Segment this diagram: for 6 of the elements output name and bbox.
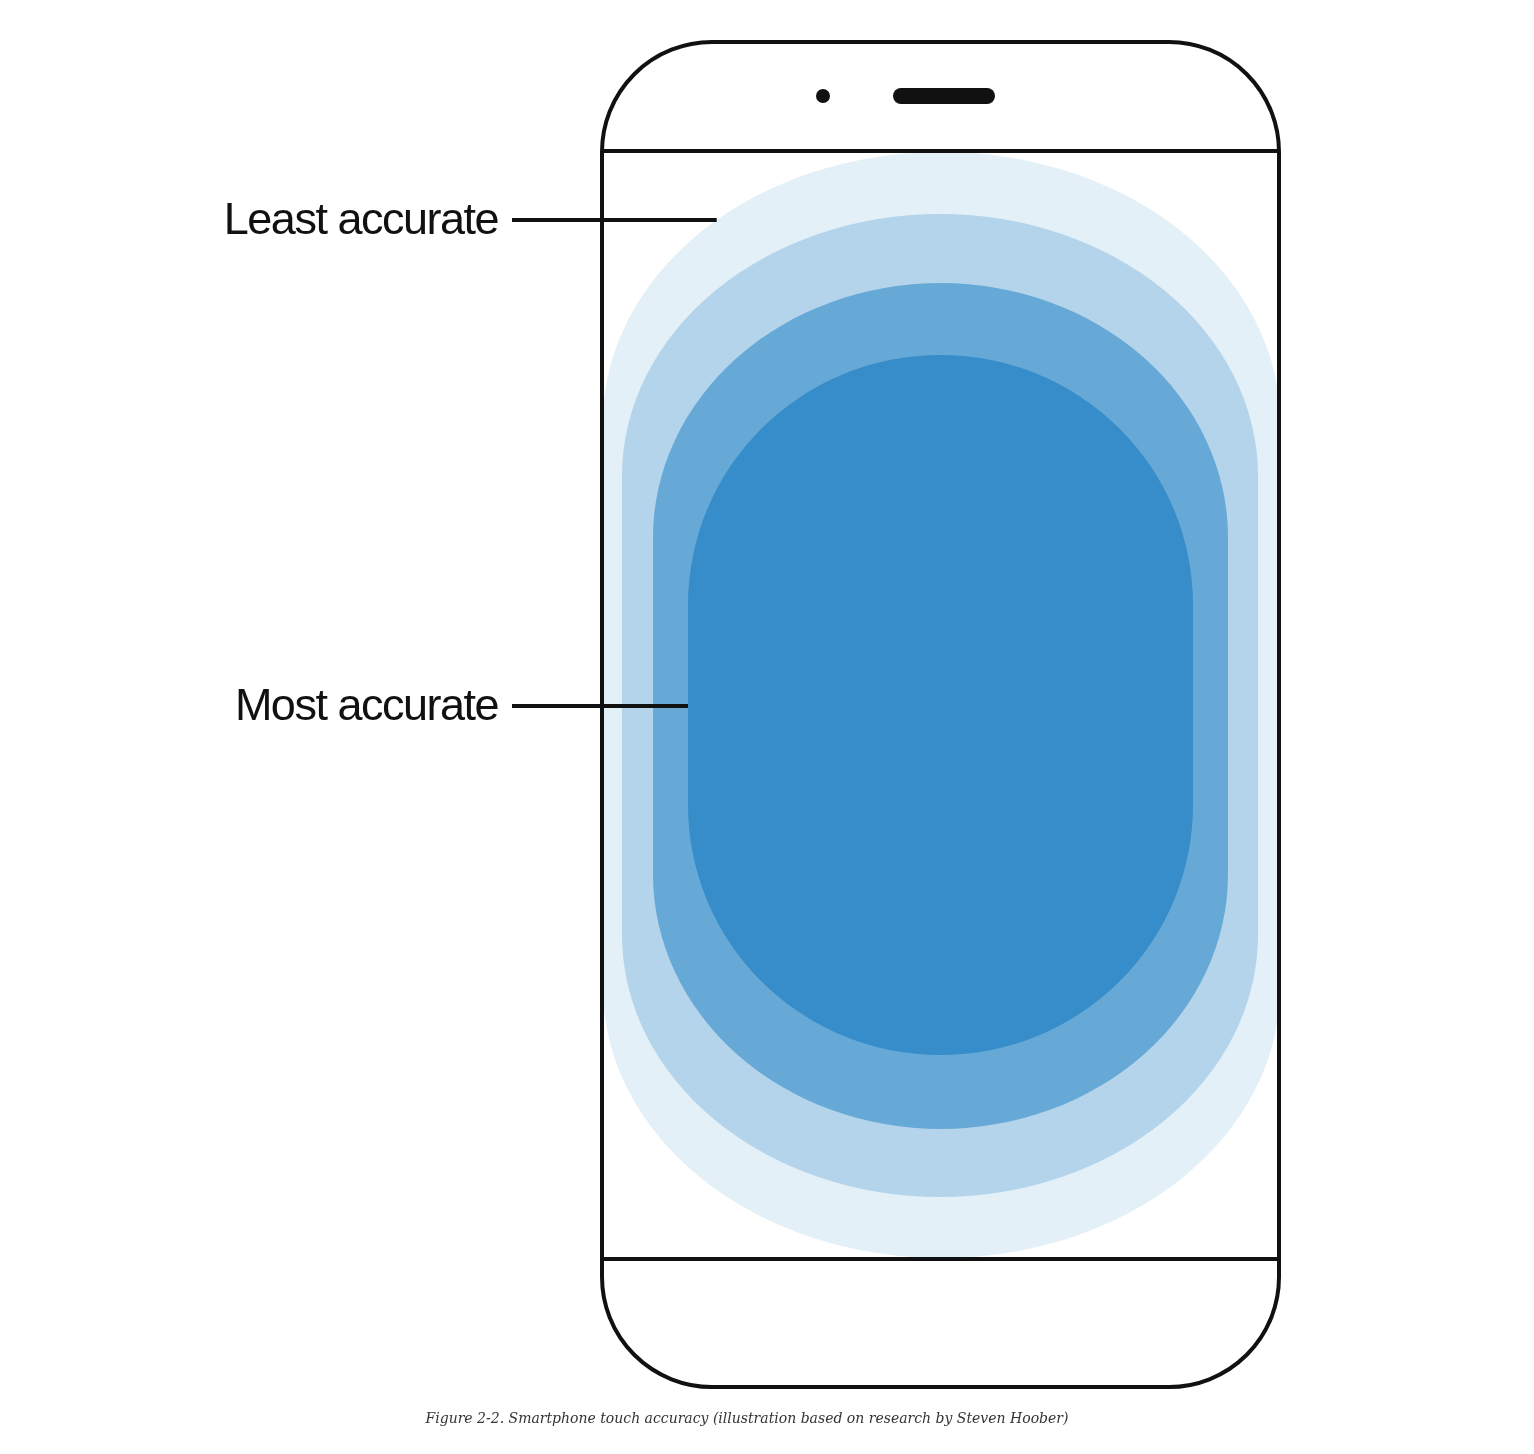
leader-line — [512, 218, 717, 222]
figure-caption: Figure 2-2. Smartphone touch accuracy (illustration based on research by Steven Hoober) — [424, 1410, 1070, 1426]
leader-line — [512, 704, 688, 708]
accuracy-label: Most accurate — [150, 682, 498, 730]
accuracy-label: Least accurate — [150, 196, 498, 244]
accuracy-zone — [603, 152, 1280, 1258]
